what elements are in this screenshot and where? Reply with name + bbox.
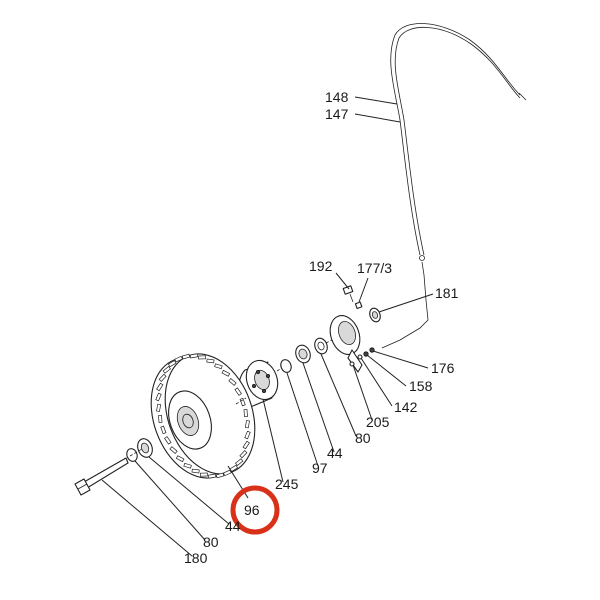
label-96: 96: [244, 502, 260, 518]
label-181: 181: [435, 285, 459, 301]
wheel-tyre-96: [150, 353, 256, 479]
tread-block: [214, 363, 223, 370]
label-180: 180: [184, 550, 208, 566]
tread-block: [167, 360, 177, 368]
tyre-tread: [155, 353, 251, 479]
spacer-97: [280, 359, 292, 373]
tread-block: [234, 387, 242, 396]
tread-block: [160, 425, 167, 435]
label-192: 192: [309, 258, 333, 274]
label-142: 142: [394, 399, 418, 415]
label-44-lower: 44: [225, 518, 241, 534]
tread-block: [183, 462, 192, 469]
tread-block: [169, 446, 178, 454]
pin-177-3: [354, 301, 363, 310]
tread-block: [158, 414, 163, 423]
assembly-axis: [129, 339, 333, 457]
tread-block: [156, 403, 162, 412]
tread-block: [189, 353, 198, 359]
label-177-3: 177/3: [357, 260, 392, 276]
tread-block: [244, 420, 250, 429]
bearing-44-lower: [137, 438, 153, 458]
tread-block: [200, 472, 208, 477]
label-205: 205: [366, 414, 390, 430]
tread-block: [242, 440, 250, 450]
tread-block: [155, 392, 162, 402]
tread-block: [181, 353, 191, 360]
tread-block: [221, 369, 231, 377]
control-cable: [381, 23, 527, 349]
tread-block: [235, 458, 244, 466]
label-97: 97: [312, 460, 328, 476]
leader-lines: [101, 96, 434, 557]
highlight-ring: [230, 485, 280, 535]
tread-block: [243, 409, 248, 418]
part-labels: 148 147 192 177/3 181 176 158 142 205 80…: [184, 89, 459, 566]
label-80-lower: 80: [203, 534, 219, 550]
brake-plate-assembly: [329, 307, 381, 373]
tread-block: [239, 397, 246, 407]
tread-block: [208, 473, 217, 479]
tread-block: [223, 469, 232, 477]
tread-block: [228, 378, 237, 386]
bearing-44-upper: [295, 344, 311, 364]
tread-block: [175, 455, 185, 463]
label-80-upper: 80: [355, 430, 371, 446]
tread-block: [191, 468, 200, 474]
axle-bolt-180: [74, 457, 129, 496]
tread-block: [174, 355, 183, 363]
label-147: 147: [325, 106, 349, 122]
label-158: 158: [409, 378, 433, 394]
label-44-upper: 44: [327, 445, 343, 461]
label-148: 148: [325, 89, 349, 105]
tread-block: [206, 358, 215, 364]
label-245: 245: [275, 476, 299, 492]
tread-block: [244, 430, 251, 440]
tread-block: [156, 382, 164, 392]
tread-block: [215, 472, 225, 479]
label-176: 176: [431, 360, 455, 376]
spacer-80-upper: [314, 337, 328, 355]
tread-block: [198, 355, 206, 360]
tread-block: [158, 373, 167, 382]
tread-block: [162, 366, 171, 374]
tread-block: [239, 450, 248, 459]
tread-block: [164, 436, 172, 445]
